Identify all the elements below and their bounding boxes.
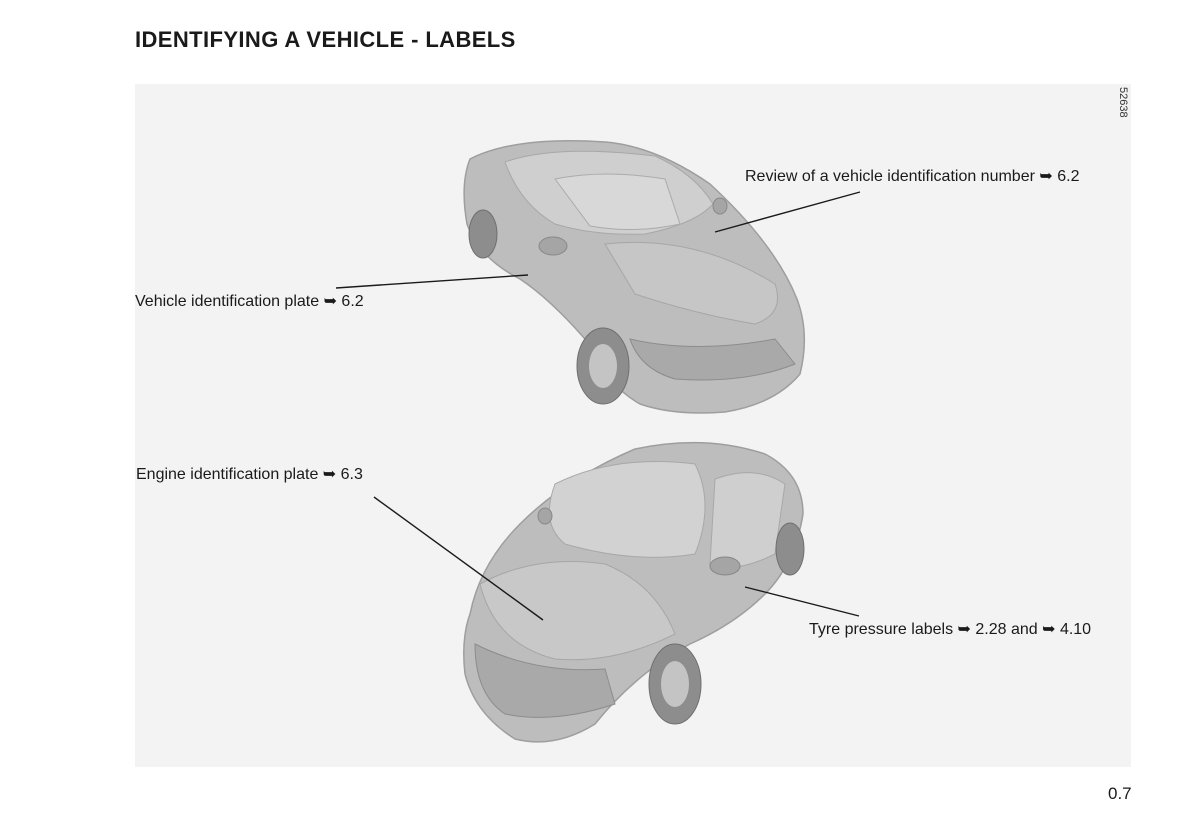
callout-review-vin: Review of a vehicle identification numbe… (745, 168, 1080, 185)
page-title: IDENTIFYING A VEHICLE - LABELS (135, 27, 516, 52)
leader-line-review-vin (714, 191, 861, 233)
callout-vehicle-identification-plate: Vehicle identification plate ➥ 6.2 (135, 293, 364, 310)
figure-reference-number: 52638 (1117, 87, 1129, 118)
callout-tyre-pressure-labels: Tyre pressure labels ➥ 2.28 and ➥ 4.10 (809, 621, 1092, 638)
leader-line-vehicle-plate (335, 274, 529, 289)
leader-line-tyre-labels (744, 586, 860, 617)
bottom-car-illustration (463, 441, 805, 743)
figure-panel (135, 84, 1131, 767)
top-car-illustration (463, 140, 806, 414)
callout-engine-identification-plate: Engine identification plate ➥ 6.3 (136, 466, 363, 483)
leader-line-engine-plate (373, 496, 544, 621)
page-number: 0.7 (1108, 784, 1132, 803)
vehicle-illustration (335, 140, 861, 743)
